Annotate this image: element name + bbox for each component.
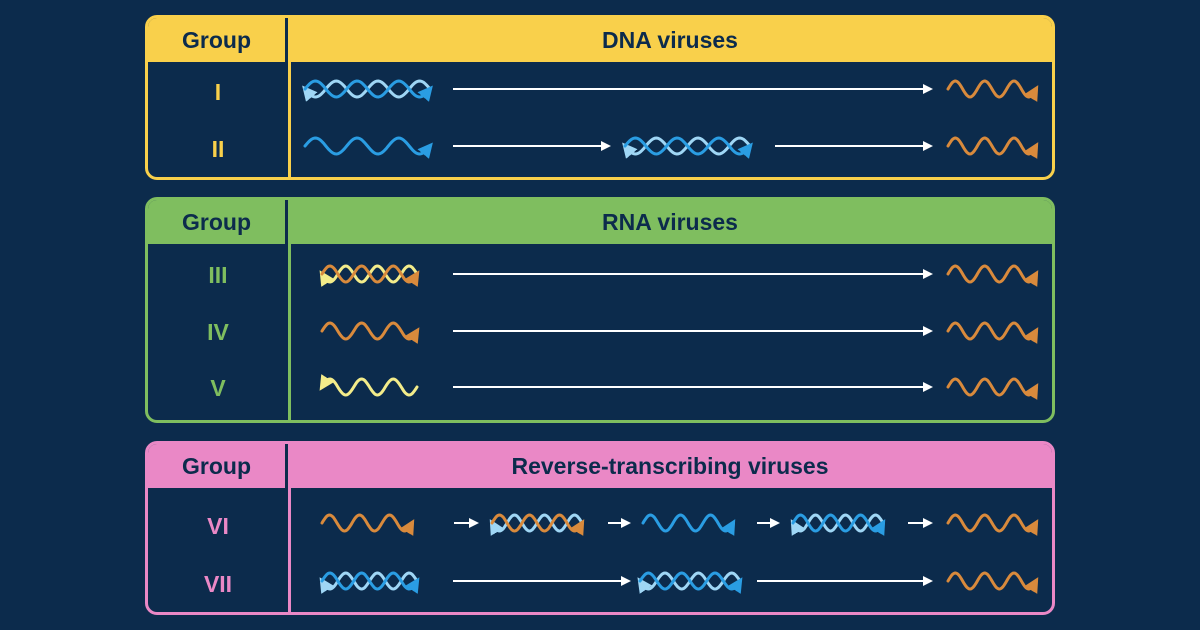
group-row-ii: II	[148, 129, 1052, 169]
column-divider	[288, 244, 291, 420]
rna-panel-header: Group RNA viruses	[148, 200, 1052, 244]
rt-panel-header: Group Reverse-transcribing viruses	[148, 444, 1052, 488]
rna-viruses-panel: Group RNA viruses III IV V	[145, 197, 1055, 423]
group-row-iii: III	[148, 255, 1052, 295]
group-column-header: Group	[148, 200, 288, 244]
column-divider	[288, 62, 291, 177]
group-row-i: I	[148, 72, 1052, 112]
group-number: IV	[207, 318, 229, 345]
group-row-vi: VI	[148, 506, 1052, 546]
group-row-v: V	[148, 368, 1052, 408]
group-column-header: Group	[148, 444, 288, 488]
group-number: V	[210, 374, 226, 401]
group-number: VII	[203, 570, 233, 597]
column-divider	[288, 488, 291, 612]
dna-viruses-panel: Group DNA viruses I II	[145, 15, 1055, 180]
panel-title: DNA viruses	[602, 26, 738, 53]
group-row-iv: IV	[148, 312, 1052, 352]
group-number: III	[208, 261, 228, 288]
group-number: VI	[207, 512, 229, 539]
group-number: II	[211, 135, 225, 162]
panel-title: Reverse-transcribing viruses	[511, 452, 829, 479]
group-number: I	[214, 78, 222, 105]
dna-panel-header: Group DNA viruses	[148, 18, 1052, 62]
group-column-header: Group	[148, 18, 288, 62]
group-row-vii: VII	[148, 564, 1052, 604]
panel-title: RNA viruses	[602, 208, 738, 235]
reverse-transcribing-viruses-panel: Group Reverse-transcribing viruses VI VI…	[145, 441, 1055, 615]
